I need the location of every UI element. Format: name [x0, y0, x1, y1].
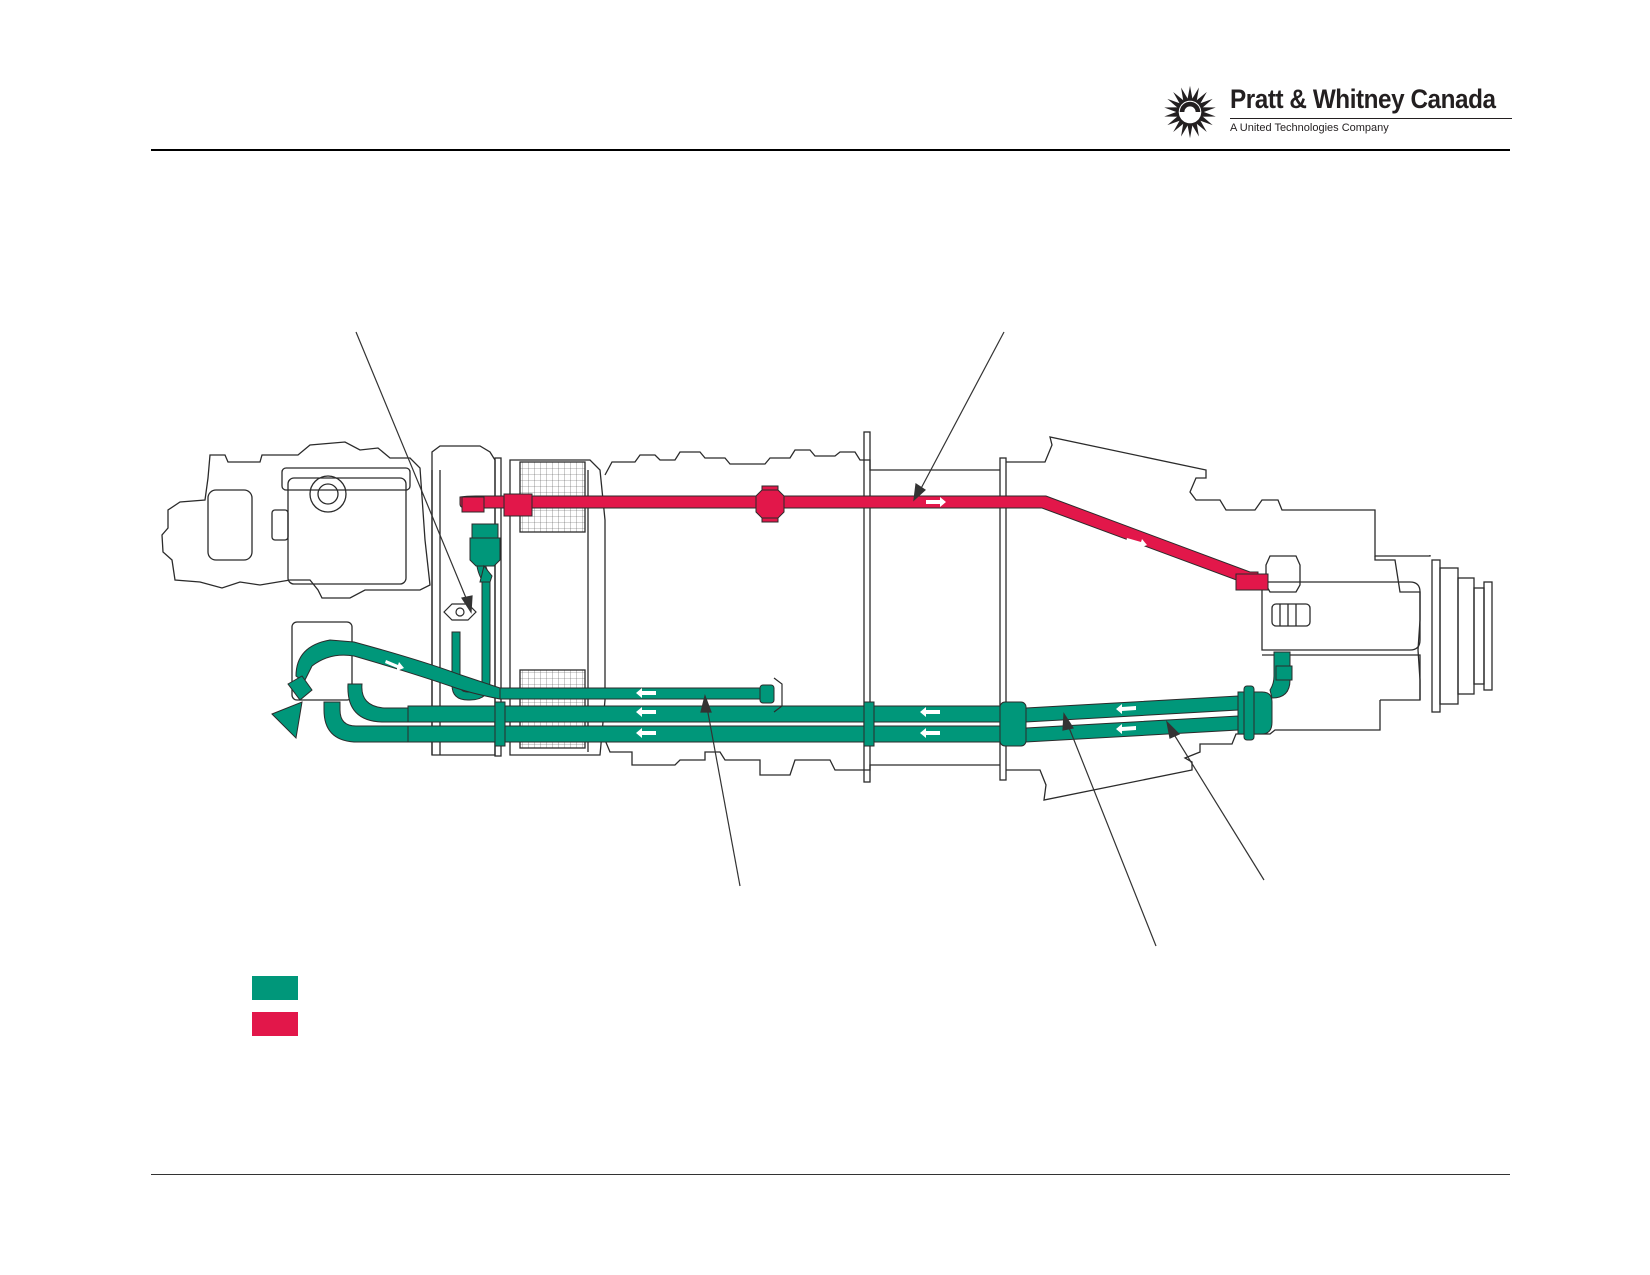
- flow-arrow-left: [636, 728, 656, 738]
- leader-arrowhead: [461, 595, 473, 614]
- header-divider: [151, 149, 1510, 151]
- legend-swatch-green: [252, 976, 298, 1000]
- engine-outline: [161, 431, 1493, 801]
- pwc-turbine-logo-icon: [1164, 85, 1216, 139]
- brand-underline: [1230, 118, 1512, 119]
- flow-arrow-left: [636, 688, 656, 698]
- flow-arrow-right: [1126, 538, 1147, 548]
- brand-tagline: A United Technologies Company: [1230, 122, 1389, 134]
- leader-arrowhead: [700, 693, 712, 713]
- leader-lines: [355, 331, 1265, 947]
- leader-arrowhead: [1062, 712, 1074, 731]
- company-logo: Pratt & Whitney Canada A United Technolo…: [1162, 82, 1512, 142]
- flow-arrow-left: [920, 728, 940, 738]
- red-oil-line: [459, 485, 1269, 591]
- leader-line: [1065, 719, 1157, 947]
- flow-arrow-left: [636, 707, 656, 717]
- flow-arrow-right: [385, 660, 404, 671]
- brand-name: Pratt & Whitney Canada: [1230, 84, 1496, 114]
- green-oil-lines: [271, 523, 1293, 747]
- leader-arrowhead: [1166, 720, 1181, 739]
- legend-swatch-red: [252, 1012, 298, 1036]
- flow-arrow-right: [926, 497, 946, 507]
- leader-line: [1169, 727, 1265, 881]
- flow-arrows: [385, 497, 1147, 738]
- footer-divider: [151, 1174, 1510, 1175]
- leader-line: [705, 701, 741, 887]
- flow-arrow-left: [1116, 724, 1136, 734]
- leader-arrowhead: [913, 482, 926, 502]
- green-line-fittings: [443, 603, 783, 713]
- leader-line: [916, 331, 1005, 497]
- leader-line: [355, 331, 472, 611]
- flow-arrow-left: [1116, 704, 1136, 714]
- flow-arrow-left: [920, 707, 940, 717]
